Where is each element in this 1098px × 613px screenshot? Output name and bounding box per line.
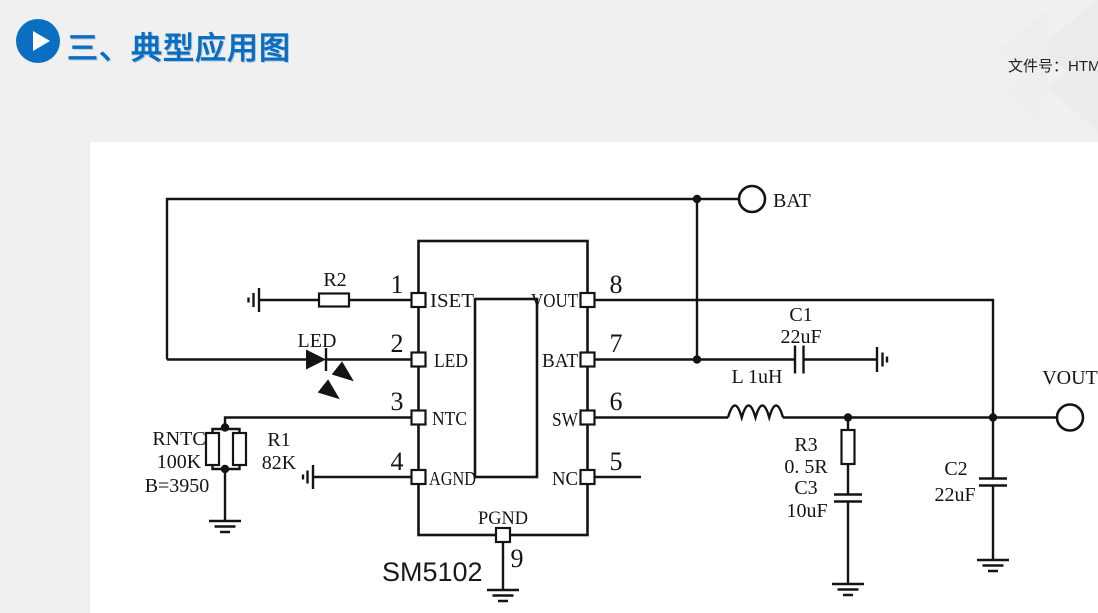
label-rntc-value: 100K	[157, 451, 202, 473]
chevron-shape	[1004, 60, 1042, 126]
wire-vout-row	[594, 298, 995, 418]
file-number-label: 文件号：HTM	[1008, 58, 1098, 75]
pin-label-sw: SW	[552, 409, 578, 431]
bat-terminal-circle	[737, 184, 767, 214]
label-inductor: L 1uH	[732, 366, 783, 388]
pin-square-bat	[579, 351, 596, 368]
label-r3-value: 0. 5R	[784, 456, 828, 478]
label-c3-value: 10uF	[786, 500, 827, 522]
label-rntc-beta: B=3950	[145, 475, 210, 497]
pin-square-led	[410, 351, 427, 368]
label-c3: C3	[794, 477, 817, 499]
pin-number-3: 3	[391, 387, 404, 416]
ground-symbol-c3	[832, 582, 864, 597]
pin-label-nc: NC	[552, 468, 578, 490]
pin-number-8: 8	[610, 270, 623, 299]
pin-square-vout	[579, 291, 596, 309]
pin-square-nc	[579, 468, 596, 486]
pin-square-agnd	[410, 468, 427, 486]
wire-ntc-row	[223, 416, 412, 429]
pin-label-led: LED	[434, 350, 468, 372]
led-emission-arrows	[317, 361, 354, 400]
resistor-r1	[231, 431, 248, 467]
ground-symbol-c2	[977, 558, 1009, 573]
led-diode	[306, 348, 328, 371]
label-bat-terminal: BAT	[773, 190, 811, 212]
pin-square-ntc	[410, 409, 427, 426]
pin-number-5: 5	[610, 447, 623, 476]
label-vout-terminal: VOUT	[1042, 367, 1098, 389]
chip-part-number: SM5102	[382, 557, 483, 587]
resistor-r3	[840, 428, 856, 466]
label-r3: R3	[794, 434, 817, 456]
ic-pin-squares	[410, 291, 596, 544]
ic-inner-pad	[473, 297, 539, 479]
pin-number-6: 6	[610, 387, 623, 416]
label-c1-value: 22uF	[780, 326, 821, 348]
pin-number-2: 2	[391, 329, 404, 358]
resistor-r2	[317, 292, 351, 308]
background-chevrons-decoration	[996, 0, 1098, 132]
thermistor-rntc	[204, 431, 221, 467]
label-c1: C1	[789, 304, 812, 326]
content-panel	[90, 142, 1098, 613]
pin-label-agnd: AGND	[429, 468, 476, 490]
pin-number-9: 9	[511, 544, 524, 573]
label-r2: R2	[323, 269, 346, 291]
ic-body-outline	[417, 239, 589, 537]
pin-square-iset	[410, 291, 427, 309]
pin-square-sw	[579, 409, 596, 426]
pin-label-pgnd: PGND	[478, 508, 528, 529]
rntc-r1-parallel-network	[204, 427, 248, 471]
pin-number-7: 7	[610, 329, 623, 358]
pin-label-vout: VOUT	[531, 290, 578, 312]
label-c2-value: 22uF	[934, 484, 975, 506]
inductor-l	[726, 404, 785, 422]
capacitor-c1	[793, 345, 805, 374]
vout-terminal-circle	[1055, 403, 1085, 432]
label-r1-value: 82K	[262, 452, 297, 474]
ground-symbol-rntc	[209, 519, 241, 534]
pin-label-ntc: NTC	[432, 408, 467, 430]
pin-number-4: 4	[391, 447, 404, 476]
pin-label-iset: ISET	[430, 290, 474, 312]
ground-symbol-c1	[875, 347, 889, 372]
capacitor-c2	[979, 477, 1007, 487]
capacitor-c3	[834, 493, 862, 503]
label-rntc: RNTC	[152, 428, 205, 450]
ground-symbol-r2	[247, 288, 261, 312]
application-circuit-schematic: 1 2 3 4 8 7 6 5 9 ISET LED NTC AGND VOUT…	[145, 184, 1098, 603]
label-led: LED	[298, 330, 337, 352]
section-title: 三、典型应用图	[67, 31, 291, 66]
label-r1: R1	[267, 429, 290, 451]
pin-number-1: 1	[391, 270, 404, 299]
ground-symbol-pgnd	[487, 588, 519, 603]
chevron-shape	[1048, 44, 1098, 132]
pin-label-bat: BAT	[542, 350, 578, 372]
label-c2: C2	[944, 458, 967, 480]
pin-square-pgnd	[494, 526, 512, 544]
ground-symbol-agnd	[301, 465, 315, 489]
play-icon	[16, 19, 60, 63]
wire-battery-top-loop	[165, 197, 739, 360]
